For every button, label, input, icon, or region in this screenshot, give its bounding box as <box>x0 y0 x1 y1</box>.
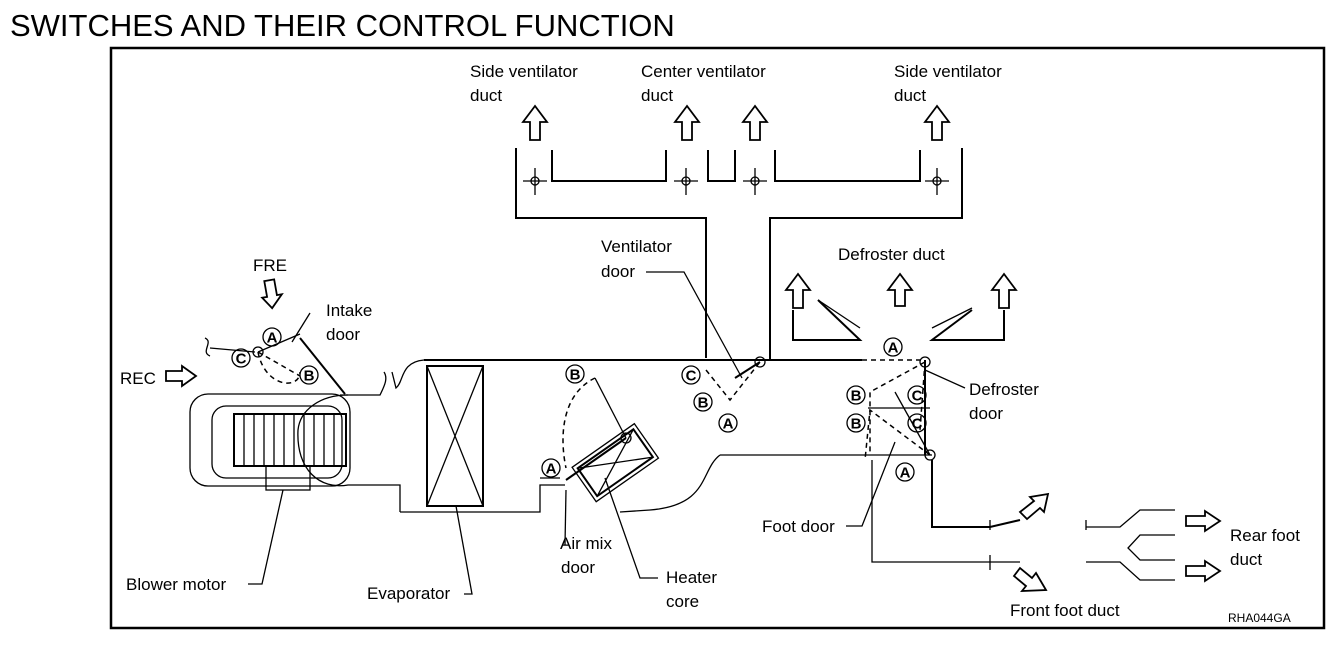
front-foot-duct-label: Front foot duct <box>1010 601 1120 620</box>
svg-text:C: C <box>912 416 923 433</box>
defrost-position-a: A <box>883 337 903 357</box>
defrost-position-b: B <box>846 385 866 405</box>
air-mix-position-a: A <box>541 458 561 478</box>
defroster-arrow-center-icon <box>886 272 914 307</box>
vent-position-c: C <box>681 365 701 385</box>
foot-position-a: A <box>895 462 915 482</box>
side-vent-left-label-2: duct <box>470 86 502 105</box>
svg-text:B: B <box>851 416 862 433</box>
vent-position-a: A <box>718 413 738 433</box>
diagram-frame <box>109 46 1326 630</box>
defroster-door-label-2: door <box>969 404 1003 423</box>
hvac-case <box>165 278 1222 592</box>
air-mix-door-label-2: door <box>561 558 595 577</box>
side-vent-left-label: Side ventilator <box>470 62 578 81</box>
upper-foot-arrow-icon <box>1018 492 1050 521</box>
foot-door-label: Foot door <box>762 517 835 536</box>
svg-text:C: C <box>236 351 247 368</box>
rear-foot-duct-label-2: duct <box>1230 550 1262 569</box>
defroster-duct-label: Defroster duct <box>838 245 945 264</box>
labels: Side ventilator duct Center ventilator d… <box>120 62 1300 625</box>
svg-text:C: C <box>912 388 923 405</box>
intake-position-a: A <box>262 327 282 347</box>
svg-text:B: B <box>851 388 862 405</box>
side-vent-left-arrow-icon <box>521 104 549 141</box>
center-vent-label-2: duct <box>641 86 673 105</box>
ventilator-duct-assembly <box>515 104 963 358</box>
svg-text:A: A <box>888 340 899 357</box>
svg-text:A: A <box>723 416 734 433</box>
heater-core-label: Heater <box>666 568 717 587</box>
intake-door-label: Intake <box>326 301 372 320</box>
heater-core-label-2: core <box>666 592 699 611</box>
heater-core <box>571 422 660 503</box>
center-vent-arrow-2-icon <box>741 104 769 141</box>
defroster-door-label: Defroster <box>969 380 1039 399</box>
svg-text:C: C <box>686 368 697 385</box>
intake-door-label-2: door <box>326 325 360 344</box>
air-mix-door-label: Air mix <box>560 534 612 553</box>
evaporator-core <box>426 365 484 507</box>
side-vent-right-arrow-icon <box>923 104 951 141</box>
svg-text:B: B <box>698 395 709 412</box>
blower-motor-label: Blower motor <box>126 575 226 594</box>
page-title: SWITCHES AND THEIR CONTROL FUNCTION <box>10 8 675 43</box>
evaporator-label: Evaporator <box>367 584 450 603</box>
front-foot-arrow-icon <box>1012 566 1048 592</box>
rear-foot-arrow-2-icon <box>1185 559 1222 583</box>
rec-arrow-icon <box>165 364 198 388</box>
leader-lines <box>248 271 966 595</box>
figure-code: RHA044GA <box>1228 611 1291 625</box>
foot-position-c: C <box>907 413 927 433</box>
foot-position-b: B <box>846 413 866 433</box>
fre-arrow-icon <box>260 278 284 310</box>
defroster-duct-assembly <box>784 272 1018 341</box>
ventilator-door-label-2: door <box>601 262 635 281</box>
svg-text:B: B <box>304 368 315 385</box>
svg-text:A: A <box>267 330 278 347</box>
svg-text:A: A <box>900 465 911 482</box>
svg-text:B: B <box>570 367 581 384</box>
svg-text:A: A <box>546 461 557 478</box>
intake-position-c: C <box>231 348 251 368</box>
side-vent-right-label-2: duct <box>894 86 926 105</box>
defrost-position-c: C <box>907 385 927 405</box>
rear-foot-duct-label: Rear foot <box>1230 526 1300 545</box>
ventilator-door-label: Ventilator <box>601 237 672 256</box>
rec-label: REC <box>120 369 156 388</box>
side-vent-right-label: Side ventilator <box>894 62 1002 81</box>
center-vent-label: Center ventilator <box>641 62 766 81</box>
position-markers: A C B B A C B A A B C B C A <box>231 327 927 482</box>
air-mix-position-b: B <box>565 364 585 384</box>
center-vent-arrow-1-icon <box>673 104 701 141</box>
defroster-arrow-right-icon <box>990 272 1018 309</box>
rear-foot-arrow-1-icon <box>1185 509 1222 533</box>
defroster-arrow-left-icon <box>784 272 812 309</box>
vent-position-b: B <box>693 392 713 412</box>
intake-position-b: B <box>299 365 319 385</box>
fre-label: FRE <box>253 256 287 275</box>
